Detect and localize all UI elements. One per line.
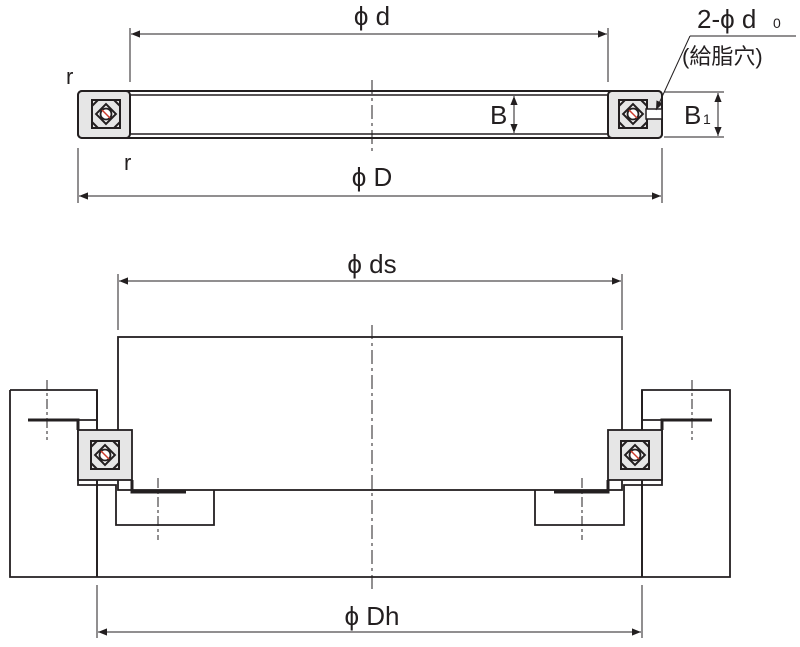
shaft-body bbox=[117, 336, 623, 491]
mount-bearing-right bbox=[607, 429, 663, 481]
label-inner-diameter: ϕ d bbox=[354, 1, 390, 31]
label-housing-diameter: ϕ Dh bbox=[344, 601, 399, 631]
label-grease-count: 2-ϕ d bbox=[697, 4, 756, 34]
grease-hole bbox=[645, 108, 663, 120]
label-width1: B bbox=[684, 100, 701, 130]
label-outer-diameter: ϕ D bbox=[352, 162, 393, 192]
label-shaft-diameter: ϕ ds bbox=[347, 249, 396, 279]
label-grease-subscript: 0 bbox=[773, 15, 781, 31]
housing-step-left bbox=[77, 390, 215, 526]
bearing-section-top: ϕ d ϕ D B B 1 2-ϕ d 0 (給脂穴) r r bbox=[66, 1, 796, 203]
label-radius-bottom: r bbox=[124, 150, 131, 175]
label-width: B bbox=[490, 100, 507, 130]
mounting-section: ϕ ds ϕ Dh bbox=[9, 249, 731, 638]
label-width1-subscript: 1 bbox=[703, 111, 711, 127]
housing-step-right bbox=[534, 390, 663, 526]
bearing-outline bbox=[77, 90, 663, 139]
label-grease-note: (給脂穴) bbox=[682, 44, 763, 69]
leader-grease bbox=[655, 35, 691, 111]
label-radius-top: r bbox=[66, 64, 73, 89]
